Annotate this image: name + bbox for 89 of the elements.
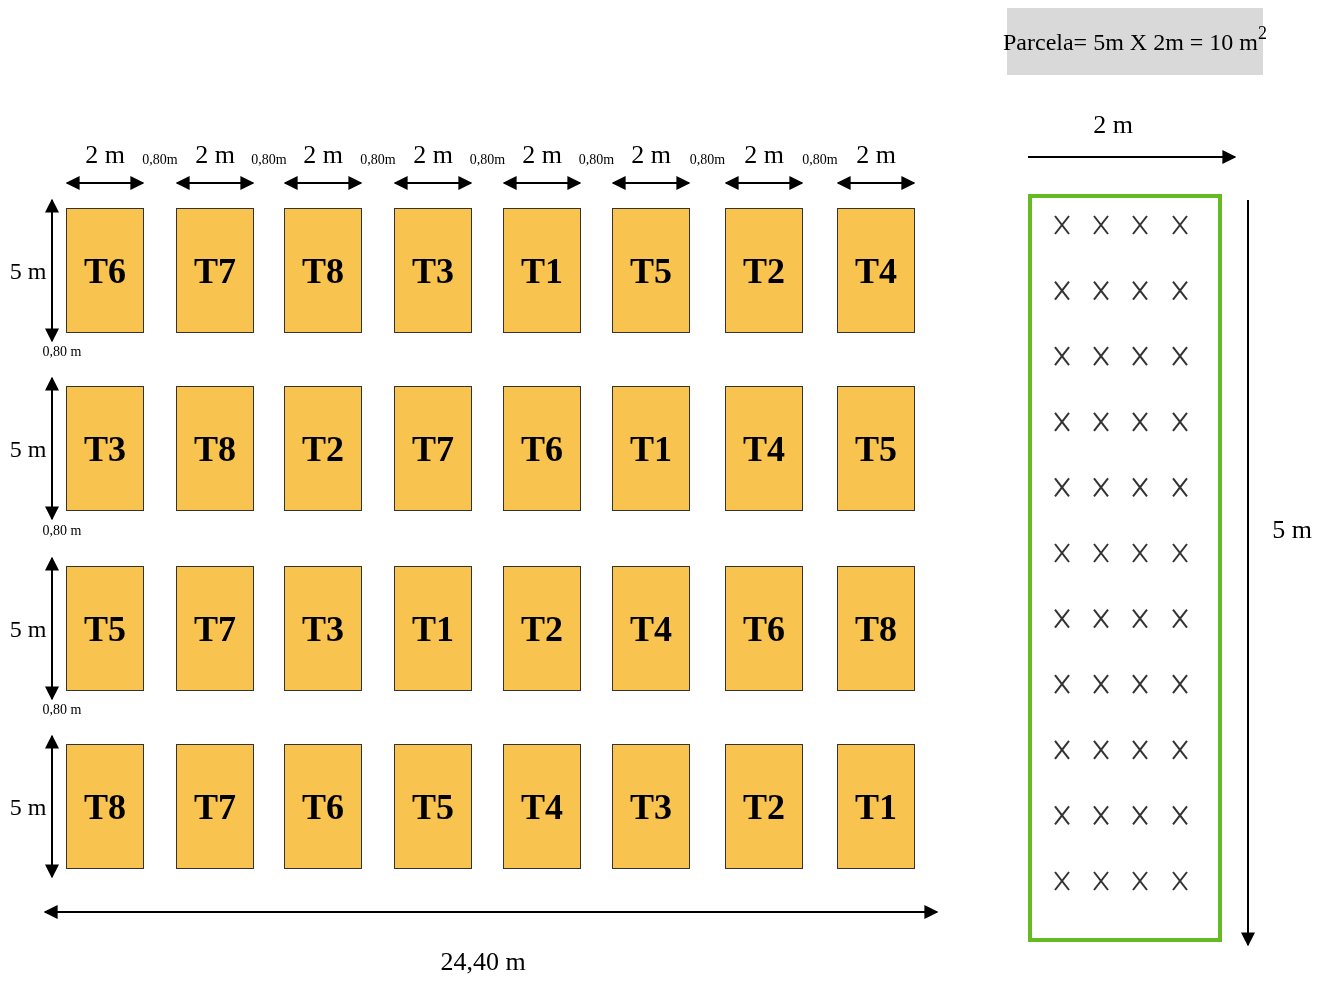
treatment-label: T1 — [855, 788, 897, 825]
dimension-label: 0,80m — [360, 153, 396, 167]
treatment-label: T4 — [521, 788, 563, 825]
dimension-label: 24,40 m — [440, 949, 526, 975]
dimension-label: 2 m — [413, 142, 453, 168]
dimension-label: 0,80m — [802, 153, 838, 167]
dimension-label: 0,80m — [142, 153, 178, 167]
plot-box — [284, 386, 362, 511]
plot-box — [66, 744, 144, 869]
dimension-label: 2 m — [303, 142, 343, 168]
dimension-label: 5 m — [9, 616, 47, 641]
dimension-label: 0,80m — [689, 153, 726, 167]
plot-box — [176, 386, 254, 511]
treatment-label: T7 — [194, 610, 236, 647]
treatment-label: T8 — [302, 252, 344, 289]
plot-box — [837, 566, 915, 691]
dimension-label: 2 m — [85, 142, 125, 168]
plot-box — [176, 566, 254, 691]
plot-box — [176, 744, 254, 869]
plot-box — [612, 744, 690, 869]
plot-box — [394, 386, 472, 511]
treatment-label: T6 — [84, 252, 126, 289]
dimension-label: 5 m — [1272, 517, 1312, 543]
dimension-label: 0,80m — [469, 153, 506, 167]
plot-box — [612, 566, 690, 691]
plot-box — [503, 208, 581, 333]
treatment-label: T7 — [412, 430, 454, 467]
dimension-label: 2 m — [856, 142, 896, 168]
plot-box — [503, 386, 581, 511]
treatment-label: T5 — [630, 252, 672, 289]
treatment-label: T3 — [412, 252, 454, 289]
plot-box — [725, 208, 803, 333]
treatment-label: T2 — [743, 252, 785, 289]
dimension-label: 2 m — [1093, 112, 1133, 138]
treatment-label: T8 — [855, 610, 897, 647]
treatment-label: T2 — [521, 610, 563, 647]
plot-box — [284, 208, 362, 333]
plot-box — [284, 744, 362, 869]
plot-box — [284, 566, 362, 691]
plot-box — [394, 208, 472, 333]
treatment-label: T5 — [855, 430, 897, 467]
treatment-label: T3 — [302, 610, 344, 647]
treatment-label: T4 — [743, 430, 785, 467]
treatment-label: T1 — [630, 430, 672, 467]
treatment-label: T4 — [855, 252, 897, 289]
treatment-label: T6 — [743, 610, 785, 647]
dimension-label: 5 m — [9, 258, 47, 283]
treatment-label: T8 — [194, 430, 236, 467]
treatment-label: T2 — [743, 788, 785, 825]
dimension-label: 0,80 m — [42, 523, 82, 538]
treatment-label: T6 — [302, 788, 344, 825]
treatment-label: T8 — [84, 788, 126, 825]
treatment-label: T2 — [302, 430, 344, 467]
treatment-label: T1 — [521, 252, 563, 289]
plot-box — [503, 566, 581, 691]
dimension-label: 0,80m — [251, 153, 287, 167]
treatment-label: T1 — [412, 610, 454, 647]
plot-box — [837, 208, 915, 333]
plot-box — [612, 208, 690, 333]
plot-box — [394, 566, 472, 691]
treatment-label: T7 — [194, 788, 236, 825]
treatment-label: T5 — [412, 788, 454, 825]
plot-box — [725, 744, 803, 869]
dimension-label: 5 m — [9, 794, 47, 819]
plot-box — [66, 208, 144, 333]
plot-box — [725, 566, 803, 691]
plot-box — [725, 386, 803, 511]
plot-box — [66, 386, 144, 511]
treatment-label: T3 — [84, 430, 126, 467]
plot-box — [394, 744, 472, 869]
dimension-label: 0,80m — [578, 153, 615, 167]
dimension-label: 2 m — [195, 142, 235, 168]
treatment-label: T7 — [194, 252, 236, 289]
treatment-label: T4 — [630, 610, 672, 647]
treatment-label: T6 — [521, 430, 563, 467]
plot-box — [503, 744, 581, 869]
dimension-label: 2 m — [631, 142, 671, 168]
dimension-label: 5 m — [9, 436, 47, 461]
dimension-label: 2 m — [744, 142, 784, 168]
dimension-label: 2 m — [522, 142, 562, 168]
plot-box — [837, 386, 915, 511]
plot-box — [612, 386, 690, 511]
plot-box — [176, 208, 254, 333]
treatment-label: T5 — [84, 610, 126, 647]
dimension-label: 0,80 m — [42, 344, 82, 359]
plot-box — [66, 566, 144, 691]
dimension-label: 0,80 m — [42, 702, 82, 717]
treatment-label: T3 — [630, 788, 672, 825]
plot-box — [837, 744, 915, 869]
